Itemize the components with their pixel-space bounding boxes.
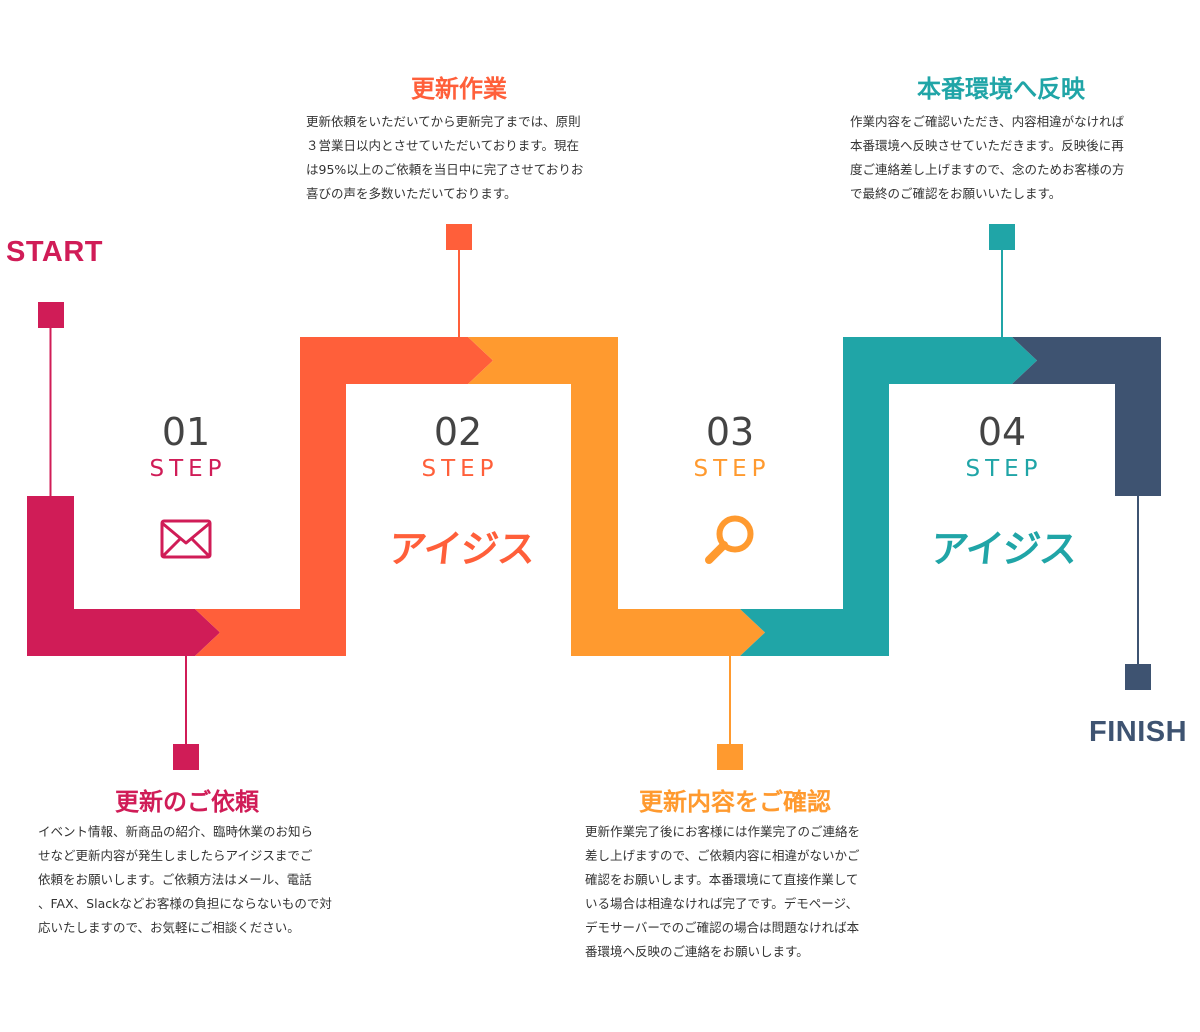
step-02-connector (446, 224, 472, 337)
step-01-word: STEP (149, 456, 227, 482)
step-03-desc-line: デモサーバーでのご確認の場合は問題なければ本 (585, 920, 860, 935)
step-02-line (458, 250, 460, 337)
step-01-marker (173, 744, 199, 770)
step-04-desc-line: 度ご連絡差し上げますので、念のためお客様の方 (850, 162, 1125, 177)
step-04-logo: アイジス (928, 527, 1079, 571)
step-04-number: 04 (977, 410, 1027, 454)
step-04-desc-line: 本番環境へ反映させていただきます。反映後に再 (850, 138, 1124, 153)
step-02-marker (446, 224, 472, 250)
start-label: START (6, 236, 104, 268)
step-01-desc-line: イベント情報、新商品の紹介、臨時休業のお知ら (38, 824, 314, 839)
step-02-word: STEP (421, 456, 499, 482)
step-01-description: イベント情報、新商品の紹介、臨時休業のお知ら せなど更新内容が発生しましたらアイ… (38, 820, 348, 940)
step-01-desc-line: 、FAX、Slackなどお客様の負担にならないもので対 (38, 896, 332, 911)
envelope-icon (160, 519, 212, 559)
step-03-desc-line: いる場合は相違なければ完了です。デモページ、 (585, 896, 859, 911)
step-04-title: 本番環境へ反映 (917, 75, 1085, 103)
step-01-title: 更新のご依頼 (115, 788, 259, 816)
segment-step-01 (27, 496, 220, 656)
step-01-line (185, 656, 187, 744)
step-03-connector (717, 656, 743, 770)
finish-label: FINISH (1089, 716, 1188, 748)
step-03-title: 更新内容をご確認 (639, 788, 831, 816)
step-03-description: 更新作業完了後にお客様には作業完了のご連絡を 差し上げますので、ご依頼内容に相違… (585, 820, 885, 964)
magnifier-icon (705, 515, 754, 564)
step-02-logo: アイジス (386, 527, 537, 571)
step-03-desc-line: 更新作業完了後にお客様には作業完了のご連絡を (585, 824, 861, 839)
start-connector (38, 302, 64, 496)
step-03-desc-line: 確認をお願いします。本番環境にて直接作業して (585, 872, 859, 887)
segment-step-01-02 (195, 337, 493, 656)
finish-marker (1125, 664, 1151, 690)
step-01-desc-line: 依頼をお願いします。ご依頼方法はメール、電話 (38, 872, 312, 887)
step-01-desc-line: せなど更新内容が発生しましたらアイジスまでご (38, 848, 313, 863)
step-01-number: 01 (161, 410, 211, 454)
step-03-line (729, 656, 731, 744)
start-marker (38, 302, 64, 328)
step-02-description: 更新依頼をいただいてから更新完了までは、原則 ３営業日以内とさせていただいており… (306, 110, 606, 206)
step-01-desc-line: 応いたしますので、お気軽にご相談ください。 (38, 920, 300, 935)
step-03-marker (717, 744, 743, 770)
step-04-description: 作業内容をご確認いただき、内容相違がなければ 本番環境へ反映させていただきます。… (850, 110, 1150, 206)
step-02-title: 更新作業 (411, 75, 507, 103)
step-04-desc-line: で最終のご確認をお願いいたします。 (850, 186, 1062, 201)
step-03-number: 03 (705, 410, 755, 454)
segment-step-04-finish (1012, 337, 1161, 496)
start-line (49, 328, 52, 496)
step-04-word: STEP (965, 456, 1043, 482)
finish-connector (1125, 496, 1151, 690)
segment-step-02-03 (468, 337, 765, 656)
step-04-connector (989, 224, 1015, 337)
step-02-desc-line: 更新依頼をいただいてから更新完了までは、原則 (306, 114, 581, 129)
step-04-marker (989, 224, 1015, 250)
finish-line (1137, 496, 1139, 664)
step-02-desc-line: 喜びの声を多数いただいております。 (306, 186, 517, 201)
step-02-desc-line: ３営業日以内とさせていただいております。現在 (306, 138, 580, 153)
step-03-desc-line: 差し上げますので、ご依頼内容に相違がないかご (585, 848, 860, 863)
step-03-desc-line: 番環境へ反映のご連絡をお願いします。 (585, 944, 809, 959)
step-02-desc-line: は95%以上のご依頼を当日中に完了させておりお (306, 162, 584, 177)
segment-step-03-04 (740, 337, 1037, 656)
step-03-word: STEP (693, 456, 771, 482)
step-04-desc-line: 作業内容をご確認いただき、内容相違がなければ (850, 114, 1125, 129)
step-02-number: 02 (433, 410, 483, 454)
step-04-line (1001, 250, 1003, 337)
step-01-connector (173, 656, 199, 770)
